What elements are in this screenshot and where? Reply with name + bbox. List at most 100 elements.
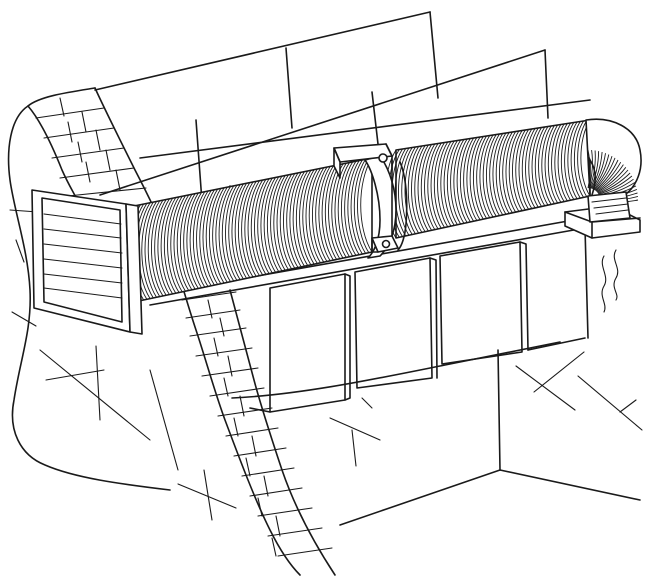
duct-rib bbox=[257, 178, 270, 274]
duct-rib bbox=[505, 131, 517, 213]
duct-rib bbox=[218, 186, 231, 282]
duct-rib bbox=[173, 195, 186, 292]
duct-rib bbox=[417, 144, 429, 232]
duct-rib bbox=[202, 189, 215, 286]
duct-rib bbox=[244, 181, 257, 277]
back-wall-panels bbox=[94, 11, 591, 203]
duct-rib bbox=[492, 133, 504, 216]
duct-rib bbox=[270, 175, 283, 272]
duct-rib bbox=[353, 159, 366, 254]
duct-rib bbox=[328, 164, 341, 259]
duct-rib bbox=[531, 127, 542, 207]
flexible-duct bbox=[122, 157, 373, 303]
plaster-hatch-marks bbox=[9, 209, 643, 521]
airflow-lines bbox=[601, 249, 619, 313]
duct-rib bbox=[167, 196, 180, 293]
elbow-rib bbox=[596, 164, 624, 192]
duct-rib bbox=[534, 126, 546, 207]
duct-rib bbox=[453, 139, 465, 224]
duct-rib bbox=[456, 138, 468, 223]
duct-rib bbox=[241, 181, 254, 278]
duct-rib bbox=[276, 174, 289, 270]
duct-rib bbox=[279, 173, 292, 270]
duct-rib bbox=[344, 161, 357, 256]
duct-rib bbox=[254, 179, 267, 275]
duct-rib bbox=[315, 166, 328, 262]
duct-rib bbox=[312, 167, 325, 263]
duct-rib bbox=[350, 159, 363, 255]
duct-rib bbox=[479, 135, 491, 218]
duct-rib bbox=[215, 186, 228, 283]
duct-rib bbox=[209, 188, 222, 284]
duct-rib bbox=[228, 184, 241, 280]
duct-rib bbox=[283, 173, 296, 269]
duct-rib bbox=[502, 131, 513, 214]
duct-rib bbox=[144, 201, 157, 298]
duct-rib bbox=[564, 122, 575, 200]
duct-rib bbox=[160, 197, 173, 295]
elbow-rib bbox=[592, 154, 610, 190]
duct-rib bbox=[289, 172, 302, 268]
duct-rib bbox=[554, 123, 565, 202]
duct-rib bbox=[250, 179, 264, 276]
duct-rib bbox=[437, 141, 449, 228]
duct-rib bbox=[560, 122, 571, 201]
duct-rib bbox=[292, 171, 305, 267]
duct-rib bbox=[401, 147, 413, 235]
duct-rib bbox=[212, 187, 225, 284]
elbow-rib bbox=[593, 155, 613, 190]
duct-rib bbox=[469, 136, 481, 221]
duct-rib bbox=[305, 168, 318, 264]
duct-rib bbox=[420, 144, 432, 231]
duct-rib bbox=[341, 161, 354, 257]
duct-rib bbox=[482, 134, 494, 218]
duct-rib bbox=[466, 137, 478, 221]
duct-rib bbox=[489, 133, 500, 216]
elbow-rib bbox=[591, 153, 606, 190]
duct-elbow bbox=[585, 118, 642, 203]
elbow-rib bbox=[598, 175, 633, 195]
duct-rib bbox=[263, 177, 276, 273]
elbow-rib bbox=[588, 150, 593, 189]
duct-rib bbox=[446, 140, 458, 225]
duct-rib bbox=[525, 128, 536, 209]
duct-rib bbox=[427, 143, 439, 230]
duct-rib bbox=[459, 138, 471, 223]
duct-rib bbox=[176, 194, 190, 291]
duct-rib bbox=[234, 183, 247, 279]
duct-rib bbox=[247, 180, 260, 276]
elbow-rib bbox=[587, 149, 591, 189]
duct-connector-clamp bbox=[333, 143, 408, 259]
duct-rib bbox=[508, 130, 520, 212]
duct-rib bbox=[567, 121, 578, 200]
duct-rib bbox=[573, 120, 584, 198]
duct-rib bbox=[324, 164, 338, 260]
duct-rib bbox=[515, 129, 526, 211]
duct-rib bbox=[196, 190, 209, 287]
duct-rib bbox=[180, 194, 193, 291]
brick-wall-section-upper bbox=[35, 97, 147, 197]
duct-rib bbox=[295, 170, 309, 266]
duct-rib bbox=[225, 185, 238, 281]
duct-rib bbox=[544, 125, 555, 204]
duct-rib bbox=[495, 132, 507, 215]
duct-rib bbox=[189, 192, 202, 289]
elbow-rib bbox=[591, 151, 603, 189]
elbow-rib bbox=[594, 159, 619, 191]
duct-rib bbox=[541, 125, 552, 205]
duct-rib bbox=[577, 120, 588, 197]
duct-rib bbox=[347, 160, 360, 255]
elbow-rib bbox=[595, 161, 622, 192]
duct-rib bbox=[547, 124, 559, 204]
duct-rib bbox=[221, 185, 235, 282]
duct-rib bbox=[337, 162, 350, 257]
duct-rib bbox=[440, 141, 452, 227]
duct-rib bbox=[404, 146, 416, 235]
duct-rib bbox=[299, 170, 312, 266]
duct-rib bbox=[476, 135, 487, 219]
duct-rib bbox=[260, 177, 273, 274]
duct-rib bbox=[318, 166, 331, 262]
duct-rib bbox=[407, 146, 420, 234]
